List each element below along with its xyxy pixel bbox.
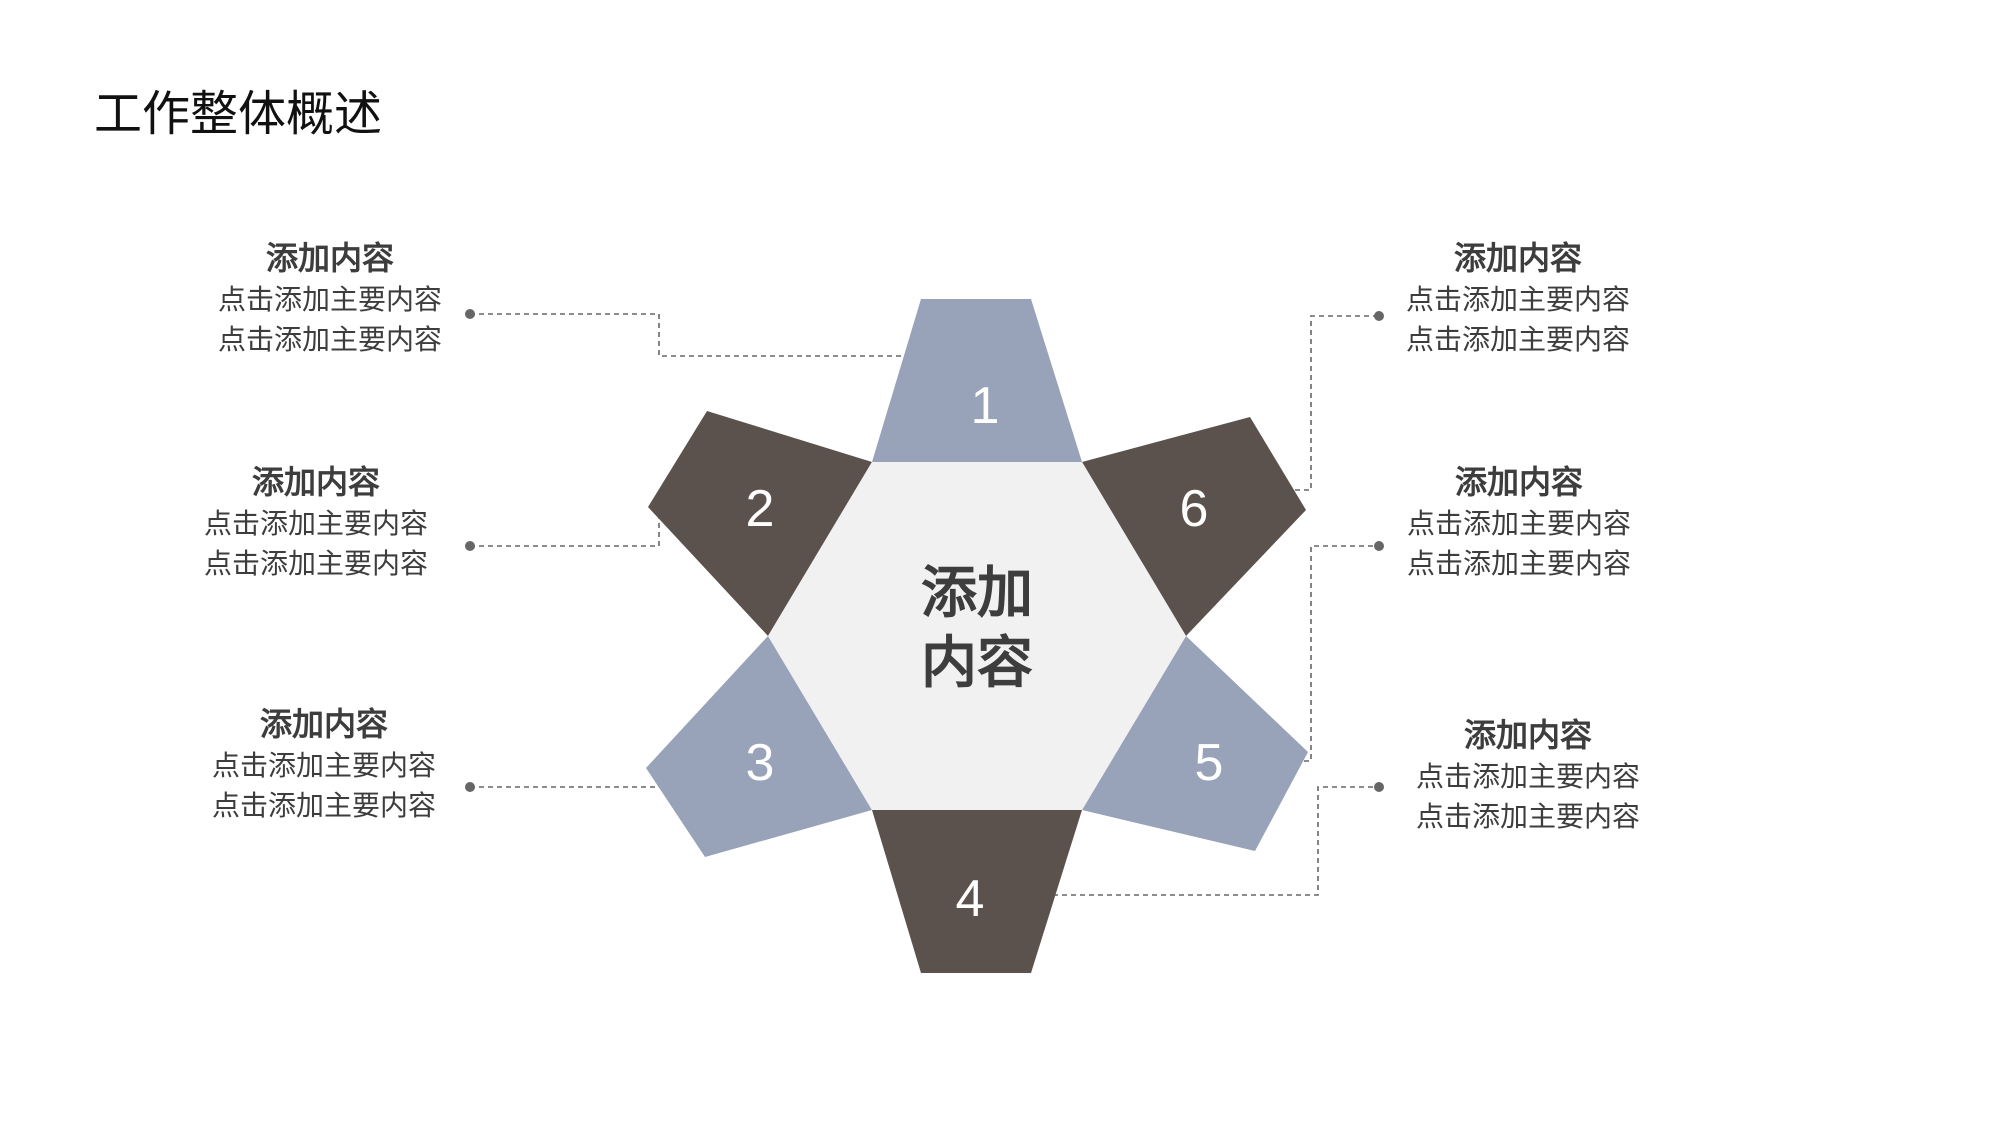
petal-number-6: 6 [1180,480,1209,538]
item-heading: 添加内容 [1453,239,1582,277]
item-heading: 添加内容 [1463,716,1592,754]
item-text: 点击添加主要内容 [217,323,442,356]
item-6: 添加内容 点击添加主要内容 点击添加主要内容 [1358,236,1678,360]
item-heading: 添加内容 [259,705,388,743]
petal-number-1: 1 [971,377,1000,435]
item-heading: 添加内容 [265,239,394,277]
petal-6 [1082,417,1306,636]
item-text: 点击添加主要内容 [203,507,428,540]
petal-number-5: 5 [1195,734,1224,792]
item-text: 点击添加主要内容 [203,547,428,580]
page-title: 工作整体概述 [94,86,383,142]
center-label-line1: 添加 [921,561,1033,626]
petal-4 [872,810,1082,973]
item-text: 点击添加主要内容 [1415,760,1640,793]
connector-dot [465,541,475,551]
petal-number-3: 3 [746,734,775,792]
item-5: 添加内容 点击添加主要内容 点击添加主要内容 [1359,460,1679,584]
petal-number-2: 2 [746,480,775,538]
petal-2 [648,411,872,636]
item-text: 点击添加主要内容 [1405,283,1630,316]
item-text: 点击添加主要内容 [1406,507,1631,540]
connector-dot [465,309,475,319]
center-label-line2: 内容 [921,631,1033,696]
item-text: 点击添加主要内容 [211,789,436,822]
connector-dot [1374,541,1384,551]
item-text: 点击添加主要内容 [1415,800,1640,833]
connector-dot [465,782,475,792]
item-3: 添加内容 点击添加主要内容 点击添加主要内容 [164,702,484,826]
item-text: 点击添加主要内容 [217,283,442,316]
item-heading: 添加内容 [1454,463,1583,501]
center-hexagon [768,462,1186,810]
petal-1 [872,299,1082,462]
item-heading: 添加内容 [251,463,380,501]
petal-3 [646,636,872,857]
petal-5 [1082,636,1308,851]
petal-number-4: 4 [956,870,985,928]
connector-4 [1026,786,1379,896]
connector-dot [1374,311,1384,321]
item-text: 点击添加主要内容 [1406,547,1631,580]
item-1: 添加内容 点击添加主要内容 点击添加主要内容 [170,236,490,360]
item-4: 添加内容 点击添加主要内容 点击添加主要内容 [1368,713,1688,837]
item-text: 点击添加主要内容 [211,749,436,782]
item-2: 添加内容 点击添加主要内容 点击添加主要内容 [156,460,476,584]
connector-dot [1374,782,1384,792]
connector-1 [470,313,988,357]
item-text: 点击添加主要内容 [1405,323,1630,356]
